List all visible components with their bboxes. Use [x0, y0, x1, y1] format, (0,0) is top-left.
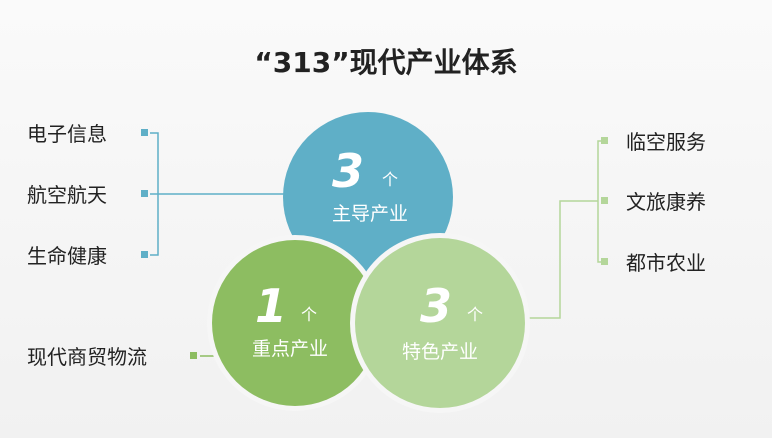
marker — [190, 352, 197, 359]
marker — [141, 190, 148, 197]
key-industry-circle — [212, 240, 378, 406]
key-label: 重点产业 — [252, 338, 328, 360]
main-item: 生命健康 — [27, 244, 107, 268]
special-item: 临空服务 — [626, 130, 706, 154]
main-connector — [150, 132, 290, 256]
special-unit: 个 — [467, 305, 483, 324]
main-unit: 个 — [382, 170, 398, 189]
special-label: 特色产业 — [402, 341, 478, 363]
special-connector — [520, 140, 608, 319]
marker — [601, 197, 608, 204]
marker — [601, 137, 608, 144]
special-item: 文旅康养 — [626, 190, 706, 214]
marker — [141, 129, 148, 136]
special-industry-circle — [355, 238, 525, 408]
special-item: 都市农业 — [626, 251, 706, 275]
main-label: 主导产业 — [332, 203, 408, 225]
page-title: “313”现代产业体系 — [254, 46, 517, 79]
main-item: 航空航天 — [27, 183, 107, 207]
marker — [601, 258, 608, 265]
main-item: 电子信息 — [27, 122, 107, 146]
special-count: 3 — [420, 279, 452, 333]
key-count: 1 — [255, 279, 287, 333]
main-count: 3 — [332, 144, 364, 198]
key-item: 现代商贸物流 — [27, 345, 147, 369]
key-unit: 个 — [301, 305, 317, 324]
marker — [141, 251, 148, 258]
